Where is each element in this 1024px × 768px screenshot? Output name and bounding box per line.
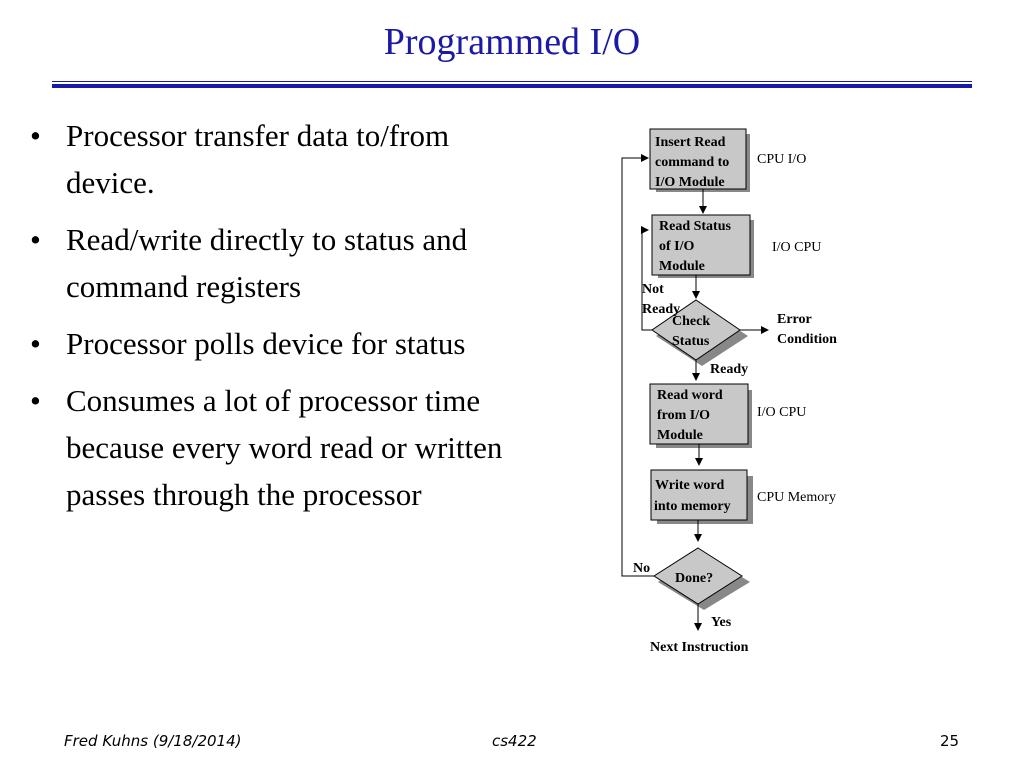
read-status-line2: of I/O bbox=[659, 239, 695, 254]
title-underline bbox=[52, 84, 972, 88]
read-word-line1: Read word bbox=[657, 388, 723, 403]
bullet-item: •Read/write directly to status and comma… bbox=[30, 222, 468, 304]
error-label-line1: Error bbox=[777, 312, 812, 327]
error-label-line2: Condition bbox=[777, 332, 837, 347]
bullet-text: Read/write directly to status and comman… bbox=[66, 222, 468, 304]
step-read-word: Read word from I/O Module bbox=[649, 383, 752, 448]
bullet-text: Processor transfer data to/from device. bbox=[66, 118, 450, 200]
slide-title: Programmed I/O bbox=[383, 21, 641, 63]
insert-read-line3: I/O Module bbox=[655, 175, 725, 190]
not-ready-label-line1: Not bbox=[642, 282, 664, 297]
bullet-item: •Processor polls device for status bbox=[30, 326, 466, 361]
read-status-line1: Read Status bbox=[659, 219, 732, 234]
no-label: No bbox=[633, 561, 650, 576]
footer-course: cs422 bbox=[492, 732, 537, 750]
bullet-text: Processor polls device for status bbox=[66, 326, 466, 361]
step-insert-read: Insert Read command to I/O Module bbox=[649, 128, 750, 192]
insert-read-line2: command to bbox=[655, 155, 729, 170]
insert-read-direction: CPU I/O bbox=[757, 152, 806, 167]
write-word-line2: into memory bbox=[654, 499, 731, 514]
read-word-line3: Module bbox=[657, 428, 703, 443]
bullet-list: •Processor transfer data to/from device.… bbox=[28, 112, 528, 528]
done-label: Done? bbox=[675, 571, 713, 586]
write-word-direction: CPU Memory bbox=[757, 490, 836, 505]
ready-label: Ready bbox=[710, 362, 748, 377]
not-ready-label-line2: Ready bbox=[642, 302, 680, 317]
programmed-io-flowchart: Insert Read command to I/O Module CPU I/… bbox=[621, 128, 837, 655]
read-word-line2: from I/O bbox=[657, 408, 710, 423]
footer-page-number: 25 bbox=[940, 732, 960, 750]
step-read-status: Read Status of I/O Module bbox=[651, 214, 754, 278]
bullet-text: Consumes a lot of processor time because… bbox=[66, 383, 503, 512]
bullet-item: •Processor transfer data to/from device. bbox=[30, 118, 450, 200]
title-underline-thin bbox=[52, 81, 972, 82]
step-write-word: Write word into memory bbox=[650, 469, 753, 524]
read-status-line3: Module bbox=[659, 259, 705, 274]
bullet-item: •Consumes a lot of processor time becaus… bbox=[30, 383, 503, 512]
footer-author: Fred Kuhns (9/18/2014) bbox=[64, 732, 242, 750]
yes-label: Yes bbox=[711, 615, 732, 630]
insert-read-line1: Insert Read bbox=[655, 135, 726, 150]
check-status-line1: Check bbox=[672, 314, 710, 329]
read-status-direction: I/O CPU bbox=[772, 240, 821, 255]
next-instruction-label: Next Instruction bbox=[650, 640, 749, 655]
write-word-line1: Write word bbox=[655, 478, 725, 493]
step-check-status: Check Status bbox=[651, 299, 748, 366]
check-status-line2: Status bbox=[672, 334, 710, 349]
read-word-direction: I/O CPU bbox=[757, 405, 806, 420]
step-done: Done? bbox=[653, 547, 750, 610]
